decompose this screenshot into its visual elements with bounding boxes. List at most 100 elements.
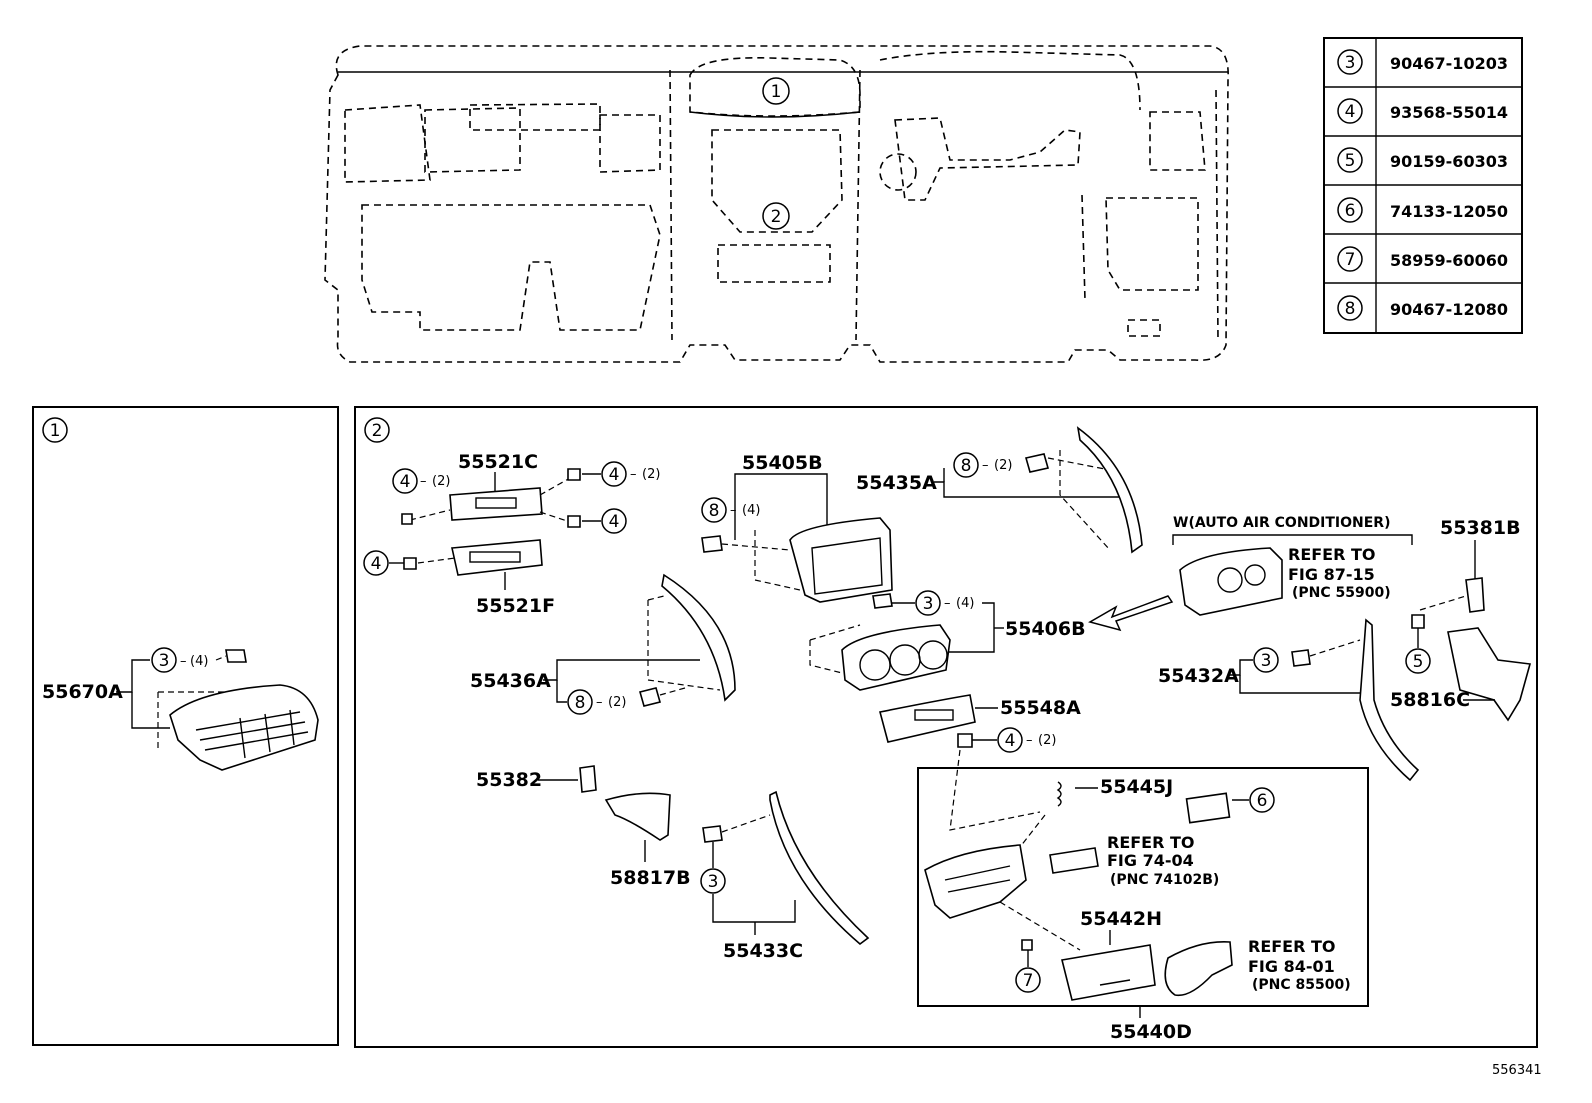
svg-text:–: – [630, 467, 637, 482]
label-55436A: 55436A [470, 670, 551, 692]
bracket-55382 [579, 765, 597, 793]
cover-58816C [1447, 627, 1532, 722]
clip-part [1021, 939, 1033, 951]
cover-58817B [604, 792, 671, 841]
table-row: 7 58959-60060 [1337, 246, 1508, 272]
svg-text:(2): (2) [432, 474, 450, 489]
table-row: 6 74133-12050 [1337, 197, 1508, 223]
callout-3: 3 [700, 868, 726, 894]
table-row: 5 90159-60303 [1337, 147, 1508, 173]
spring-55445J [1056, 781, 1062, 807]
svg-text:FIG 87-15: FIG 87-15 [1288, 565, 1375, 584]
svg-text:8: 8 [961, 456, 972, 476]
svg-text:5: 5 [1413, 652, 1424, 672]
label-55405B: 55405B [742, 452, 823, 474]
clip-part [1291, 649, 1311, 667]
svg-text:90467-10203: 90467-10203 [1390, 54, 1508, 73]
dashboard-overview [324, 45, 1229, 363]
svg-text:(4): (4) [190, 654, 208, 669]
svg-text:6: 6 [1345, 201, 1356, 221]
callout-6: 6 [1249, 787, 1275, 813]
screw-part [403, 557, 417, 570]
label-55435A: 55435A [856, 472, 937, 494]
box-insert [1049, 847, 1099, 874]
svg-text:4: 4 [1345, 102, 1356, 122]
label-55381B: 55381B [1440, 517, 1521, 539]
svg-text:3: 3 [159, 651, 170, 671]
svg-text:3: 3 [923, 594, 934, 614]
clip-part [872, 593, 893, 609]
screw-part [1411, 614, 1425, 629]
svg-text:5: 5 [1345, 151, 1356, 171]
svg-text:3: 3 [1345, 53, 1356, 73]
callout-3: 3 – (4) [151, 647, 208, 673]
trim-55433C [769, 790, 870, 946]
svg-text:1: 1 [50, 421, 61, 441]
callout-4: 4 [601, 508, 627, 534]
trim-55435A [1076, 426, 1143, 554]
svg-text:REFER TO: REFER TO [1288, 545, 1376, 564]
glovebox-group [917, 767, 1369, 1007]
label-58817B: 58817B [610, 867, 691, 889]
label-55433C: 55433C [723, 940, 803, 962]
screw-part [957, 733, 973, 748]
svg-text:–: – [1026, 733, 1033, 748]
table-row: 8 90467-12080 [1337, 295, 1508, 321]
label-55521C: 55521C [458, 451, 538, 473]
label-55406B: 55406B [1005, 618, 1086, 640]
panel-2: 2 55521C 4 – (2) 4 – (2) 4 [354, 406, 1538, 1048]
svg-text:FIG 84-01: FIG 84-01 [1248, 957, 1335, 976]
clip-part [702, 825, 723, 843]
climate-panel-55406B [841, 624, 951, 691]
callout-8: 8 – (4) [701, 497, 760, 523]
svg-text:(2): (2) [1038, 733, 1056, 748]
svg-text:(PNC 85500): (PNC 85500) [1252, 977, 1351, 993]
svg-text:FIG 74-04: FIG 74-04 [1107, 851, 1194, 870]
callout-8: 8 – (2) [567, 689, 626, 715]
bracket-55381B [1465, 577, 1485, 613]
svg-text:93568-55014: 93568-55014 [1390, 103, 1508, 122]
auto-ac-panel [1179, 547, 1283, 616]
label-55440D: 55440D [1110, 1021, 1192, 1043]
svg-text:2: 2 [771, 207, 782, 227]
svg-text:–: – [730, 503, 737, 518]
svg-text:4: 4 [609, 512, 620, 532]
svg-text:–: – [420, 474, 427, 489]
svg-text:(2): (2) [994, 458, 1012, 473]
svg-text:90467-12080: 90467-12080 [1390, 300, 1508, 319]
label-55442H: 55442H [1080, 908, 1162, 930]
callout-3: 3 [1253, 647, 1279, 673]
svg-text:1: 1 [771, 82, 782, 102]
callout-5: 5 [1405, 648, 1431, 674]
label-55670A: 55670A [42, 681, 123, 703]
glovebox-door-55442H [1061, 944, 1156, 1001]
switch-55521C [449, 487, 543, 521]
screw-part [567, 468, 581, 481]
svg-text:3: 3 [708, 872, 719, 892]
svg-text:4: 4 [371, 554, 382, 574]
label-55445J: 55445J [1100, 776, 1173, 798]
trim-55432A [1359, 618, 1420, 782]
callout-4: 4 [363, 550, 389, 576]
diagram-id: 556341 [1492, 1063, 1542, 1078]
svg-text:(4): (4) [742, 503, 760, 518]
callout-8: 8 – (2) [953, 452, 1012, 478]
label-55432A: 55432A [1158, 665, 1239, 687]
clip-part [1024, 453, 1050, 473]
svg-text:–: – [596, 695, 603, 710]
svg-text:(PNC 74102B): (PNC 74102B) [1110, 872, 1219, 888]
svg-text:4: 4 [1005, 731, 1016, 751]
svg-text:(2): (2) [642, 467, 660, 482]
switch-55521F [451, 539, 543, 576]
parts-table: 3 90467-10203 4 93568-55014 5 90159-6030… [1323, 37, 1523, 334]
svg-text:2: 2 [372, 421, 383, 441]
center-vent-part [169, 684, 319, 771]
lamp-assembly [1164, 941, 1233, 997]
svg-text:8: 8 [1345, 299, 1356, 319]
svg-text:90159-60303: 90159-60303 [1390, 152, 1508, 171]
svg-text:4: 4 [400, 472, 411, 492]
svg-text:7: 7 [1345, 250, 1356, 270]
clip-part [639, 687, 661, 707]
callout-3: 3 – (4) [915, 590, 974, 616]
screw-part [401, 513, 413, 525]
